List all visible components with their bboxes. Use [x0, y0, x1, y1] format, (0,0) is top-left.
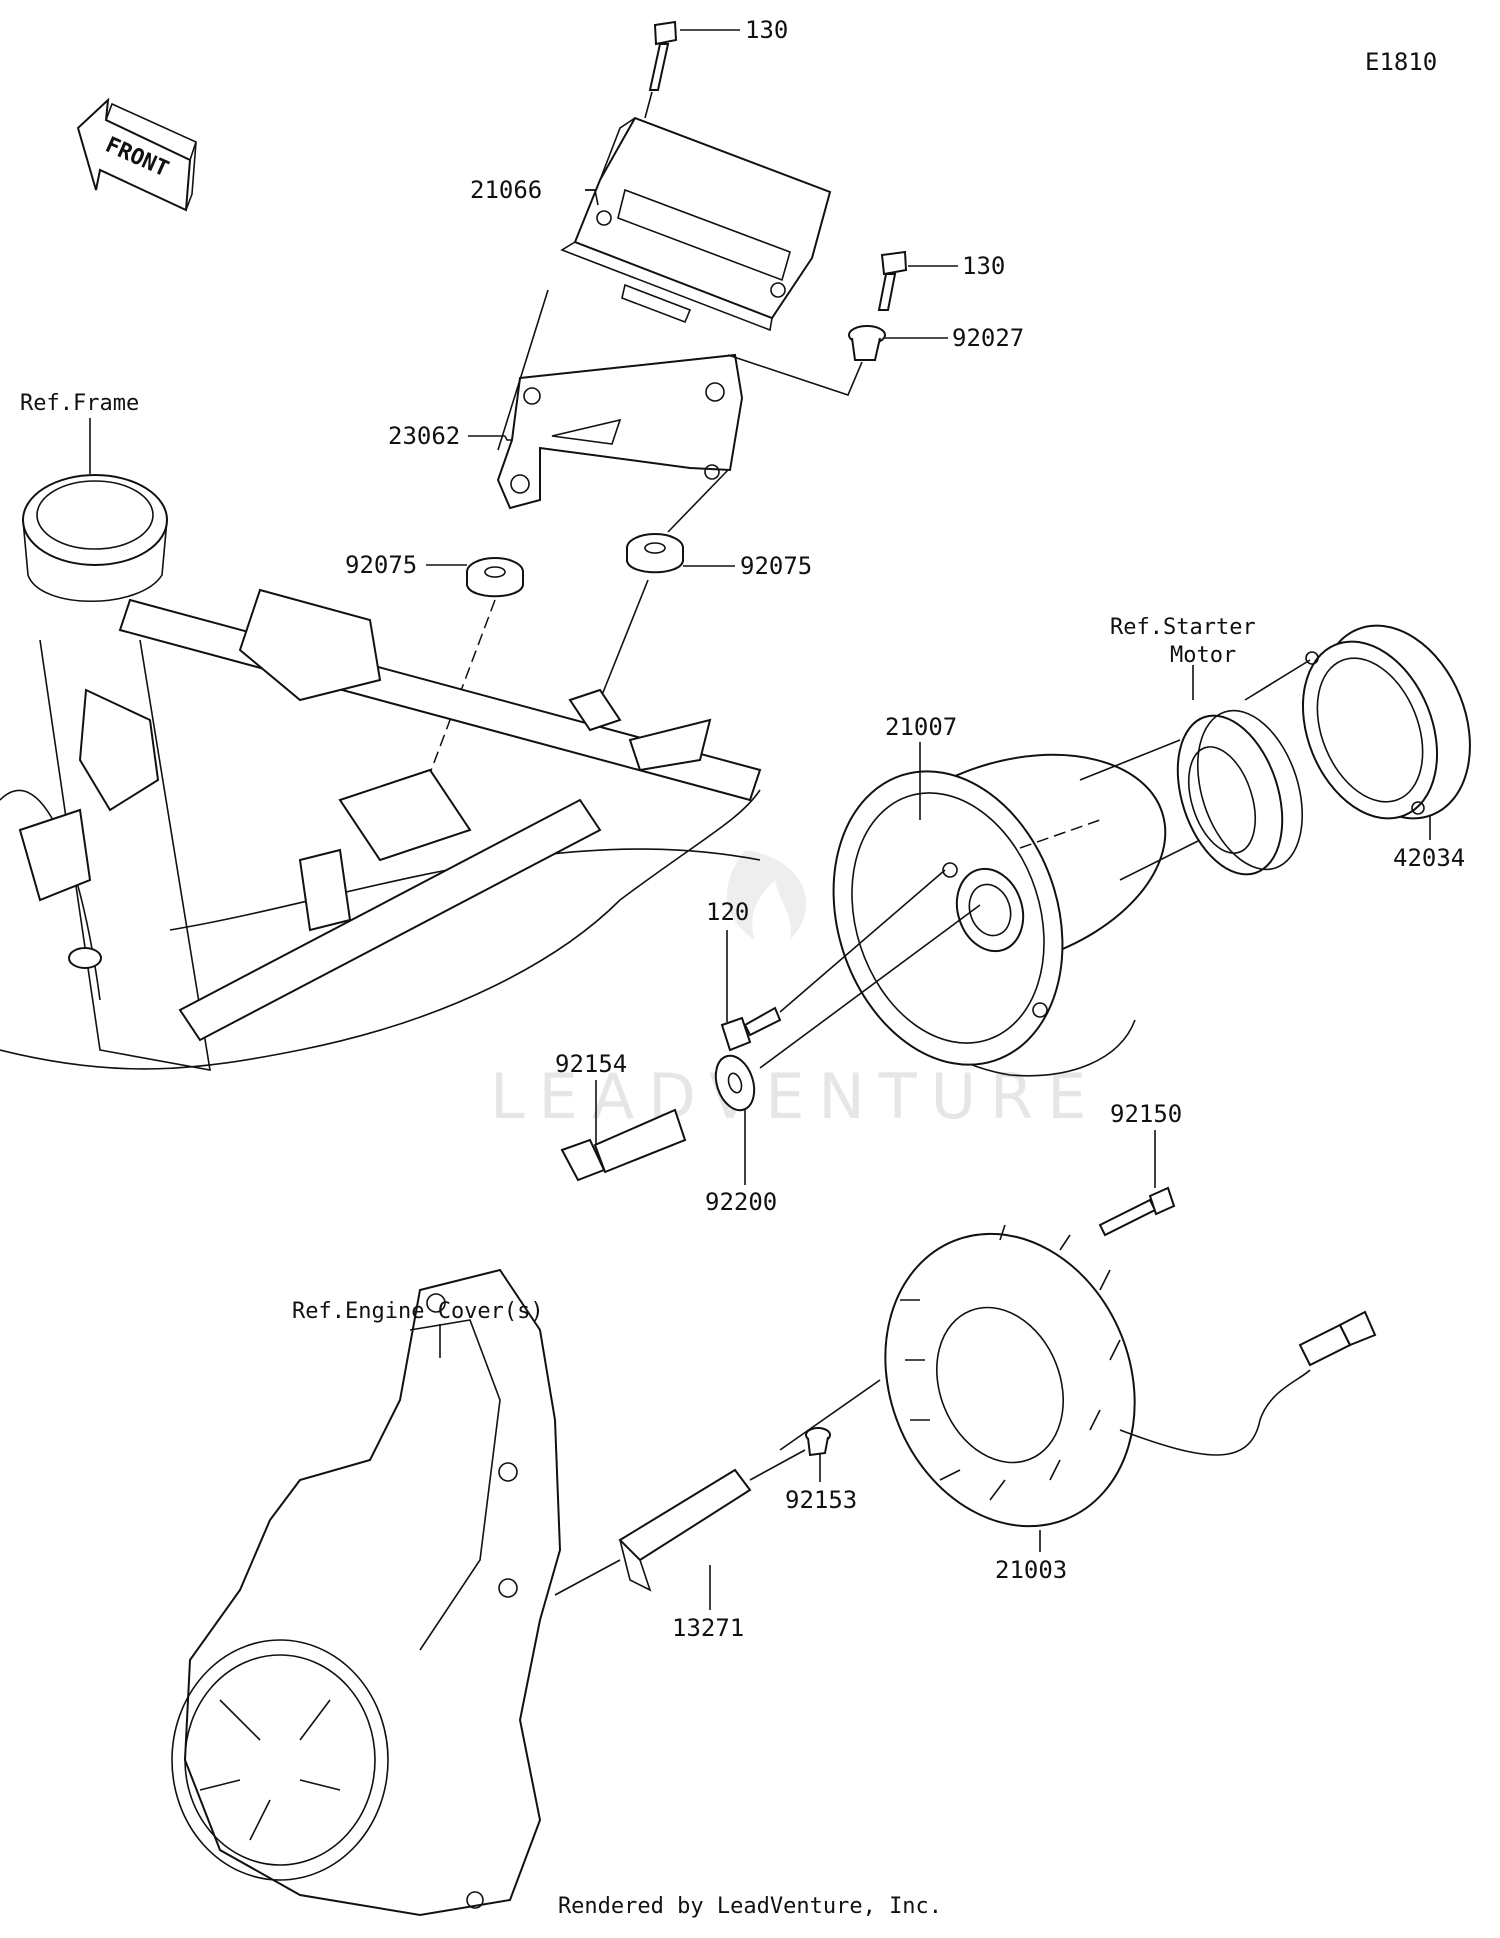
- label-23062[interactable]: 23062: [388, 422, 460, 450]
- label-130-top[interactable]: 130: [745, 16, 788, 44]
- label-130-right[interactable]: 130: [962, 252, 1005, 280]
- damper-92075-right-part[interactable]: [626, 533, 684, 574]
- label-92153[interactable]: 92153: [785, 1486, 857, 1514]
- bolt-120-part[interactable]: [720, 1006, 782, 1052]
- stator-21003-part[interactable]: [843, 1196, 1377, 1564]
- bolt-92150-part[interactable]: [1098, 1186, 1176, 1237]
- watermark-text: LEADVENTURE: [490, 1060, 1100, 1133]
- label-42034[interactable]: 42034: [1393, 844, 1465, 872]
- label-92200[interactable]: 92200: [705, 1188, 777, 1216]
- label-21066[interactable]: 21066: [470, 176, 542, 204]
- label-13271[interactable]: 13271: [672, 1614, 744, 1642]
- collar-92027-part[interactable]: [848, 325, 886, 361]
- frame-reference: [0, 474, 762, 1071]
- watermark-flame-icon: [726, 850, 807, 940]
- regulator-part[interactable]: [560, 116, 832, 332]
- rotor-21007-part[interactable]: [797, 717, 1193, 1094]
- front-arrow-icon: FRONT: [76, 97, 197, 212]
- label-21007[interactable]: 21007: [885, 713, 957, 741]
- label-92150[interactable]: 92150: [1110, 1100, 1182, 1128]
- label-92154[interactable]: 92154: [555, 1050, 627, 1078]
- diagram-code: E1810: [1365, 48, 1437, 76]
- damper-92075-left-part[interactable]: [466, 557, 524, 598]
- footer-credit: Rendered by LeadVenture, Inc.: [557, 1894, 943, 1919]
- ref-engine-cover-label: Ref.Engine Cover(s): [292, 1299, 544, 1324]
- label-21003[interactable]: 21003: [995, 1556, 1067, 1584]
- label-92027[interactable]: 92027: [952, 324, 1024, 352]
- engine-cover-reference: [171, 1268, 562, 1917]
- label-92075-left[interactable]: 92075: [345, 551, 417, 579]
- clamp-13271-part[interactable]: [618, 1468, 752, 1592]
- washer-92200-part[interactable]: [709, 1051, 761, 1115]
- label-120[interactable]: 120: [706, 898, 749, 926]
- ref-frame-label: Ref.Frame: [20, 391, 139, 416]
- bolt-92154-part[interactable]: [560, 1108, 687, 1182]
- ref-starter-label-1: Ref.Starter: [1110, 615, 1256, 640]
- bolt-130-top-part[interactable]: [648, 20, 678, 91]
- screw-92153-part[interactable]: [805, 1427, 831, 1457]
- starter-clutch-part[interactable]: [1159, 697, 1321, 888]
- bracket-23062-part[interactable]: [496, 353, 744, 510]
- ref-starter-label-2: Motor: [1170, 643, 1236, 668]
- bolt-130-right-part[interactable]: [877, 250, 908, 311]
- label-92075-right[interactable]: 92075: [740, 552, 812, 580]
- one-way-clutch-42034-part[interactable]: [1278, 603, 1497, 841]
